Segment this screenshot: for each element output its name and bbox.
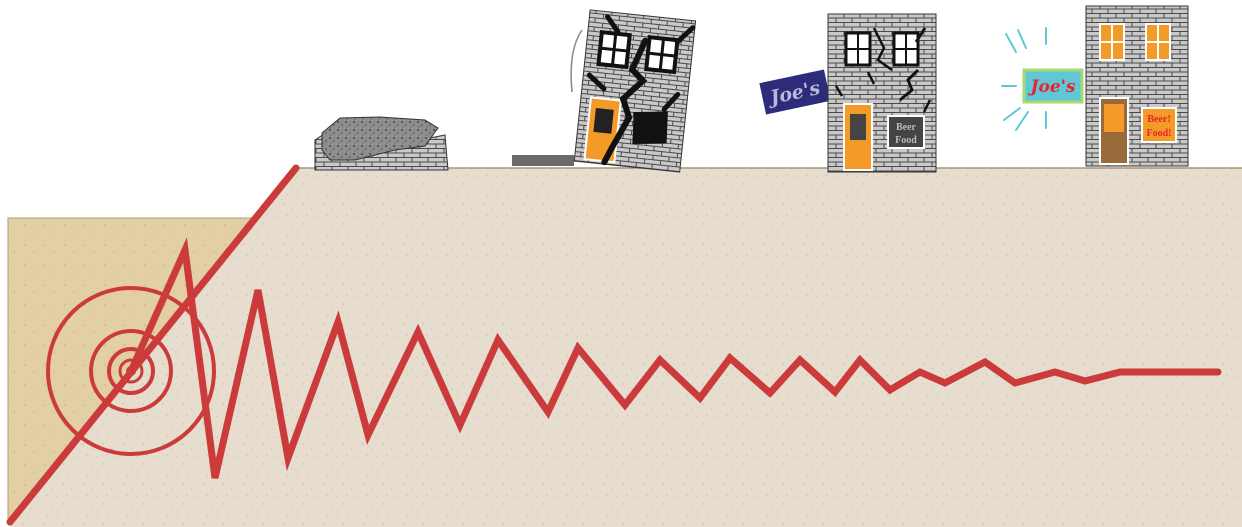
broken-window-hole	[632, 111, 668, 145]
fallen-signpost	[512, 155, 574, 166]
intact-building: Beer! Food!	[1085, 5, 1189, 167]
damaged-board-line1: Beer	[896, 122, 917, 133]
focus-ring-inner	[107, 347, 155, 395]
intact-board-line2: Food!	[1147, 128, 1172, 139]
fallen-sign-board	[759, 69, 831, 115]
crack	[834, 85, 844, 97]
crack	[899, 68, 920, 102]
crack	[605, 14, 621, 35]
cracked-building-door-window	[850, 114, 866, 140]
seismic-wave	[127, 237, 1222, 479]
fallen-sign: Joe's	[759, 69, 831, 115]
ground-left-outline	[7, 217, 258, 522]
crack	[601, 37, 649, 166]
focus-ring-outer	[46, 286, 216, 456]
crack	[866, 71, 876, 85]
collapsed-building	[314, 116, 449, 171]
crack	[872, 27, 893, 72]
intact-board-line1: Beer!	[1147, 114, 1170, 125]
intact-sign-text: Joe's	[1028, 77, 1076, 97]
dangling-wire	[570, 29, 583, 93]
fault-line	[6, 164, 300, 526]
crack	[661, 91, 681, 112]
window-frame	[647, 51, 676, 58]
damaged-menu-board	[887, 115, 925, 149]
window-frame	[600, 46, 629, 53]
crack	[586, 72, 607, 92]
ground-main	[10, 168, 1242, 527]
intact-building-door-window	[1104, 104, 1124, 132]
cracked-building: Beer Food	[827, 13, 937, 173]
leaning-building	[573, 9, 697, 173]
rubble-pile	[321, 116, 439, 161]
intact-menu-board	[1141, 107, 1177, 143]
crack	[922, 99, 932, 113]
sign-glow-lines	[1001, 27, 1047, 131]
focus-ring-middle	[89, 329, 173, 413]
damaged-board-line2: Food	[895, 135, 917, 146]
intact-sign: Joe's	[1001, 27, 1084, 131]
crack	[914, 27, 927, 43]
leaning-building-door-window	[593, 108, 614, 134]
ground	[7, 167, 1242, 527]
intact-sign-board	[1022, 68, 1084, 104]
focus-ring-core	[118, 358, 144, 384]
crack	[674, 25, 696, 45]
earthquake-focus	[46, 286, 216, 456]
